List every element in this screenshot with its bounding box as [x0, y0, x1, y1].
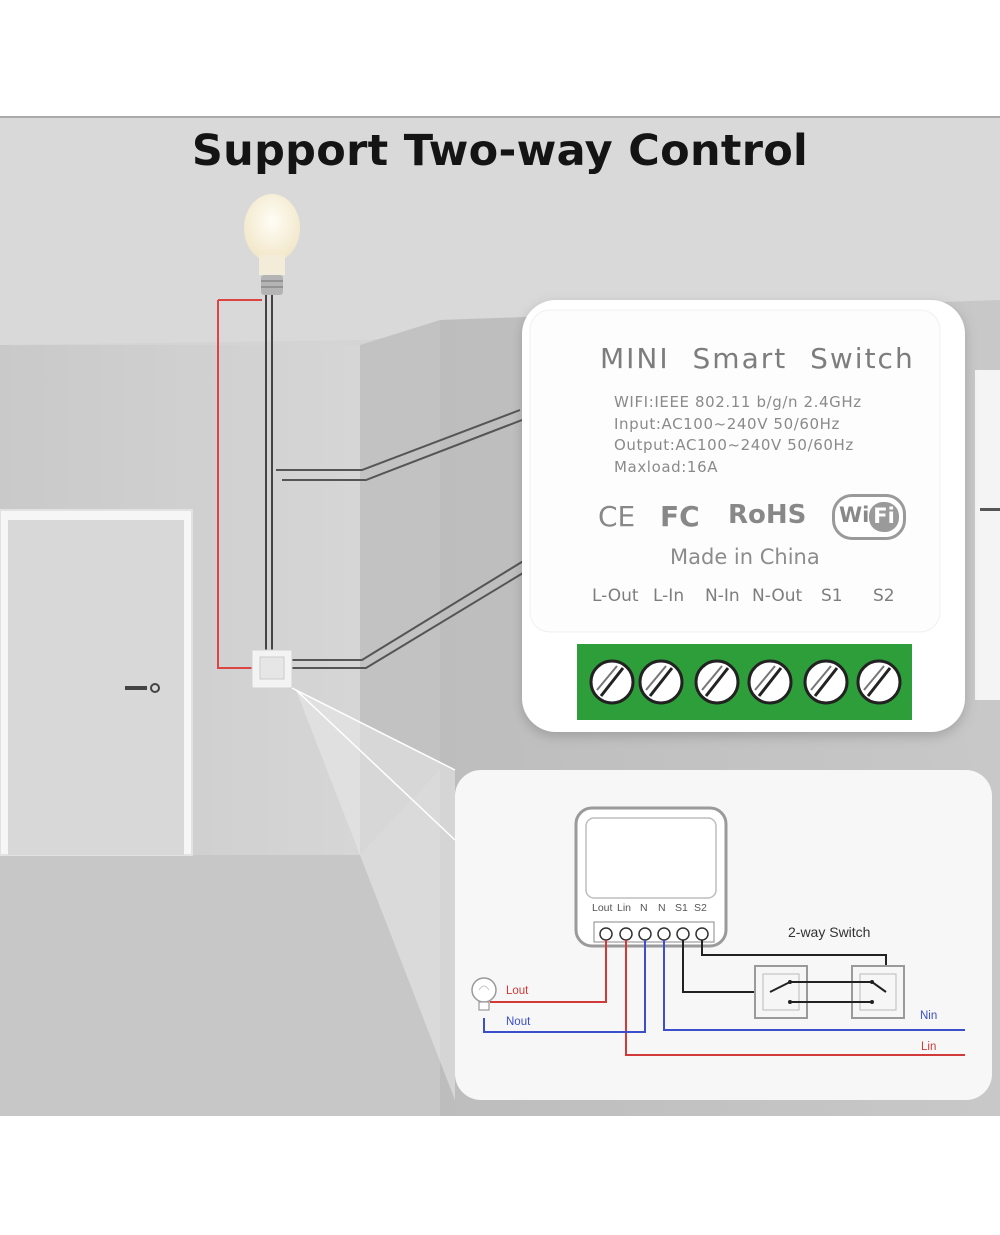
- left-door-panel: [8, 520, 184, 855]
- nout-wire: [483, 940, 646, 1033]
- terminal-label-lout: L-Out: [592, 586, 639, 606]
- wifi-logo-w: Wi: [839, 503, 870, 527]
- rohs-mark: RoHS: [728, 500, 807, 530]
- terminal-label-s1: S1: [821, 586, 843, 606]
- terminal-label-nin: N-In: [705, 586, 740, 606]
- screw-6: [856, 659, 902, 705]
- ceiling-bulb: [244, 194, 300, 262]
- wd-terminal-lin: Lin: [617, 902, 632, 914]
- corner-wall: [360, 320, 440, 855]
- module-outline: [574, 806, 728, 948]
- terminal-label-lin: L-In: [653, 586, 685, 606]
- ce-mark: CE: [598, 500, 636, 533]
- screw-terminals: [589, 659, 902, 705]
- label-nout: Nout: [506, 1016, 531, 1028]
- lin-wire: [625, 940, 965, 1056]
- wd-terminal-lout: Lout: [592, 902, 613, 914]
- lout-wire: [490, 940, 607, 1003]
- label-nin: Nin: [920, 1010, 938, 1022]
- terminal-label-s2: S2: [873, 586, 895, 606]
- live-wire-red: [217, 300, 255, 669]
- module-terminals: [599, 927, 709, 941]
- two-way-switch-1: [754, 965, 808, 1019]
- screw-3: [694, 659, 740, 705]
- floor: [0, 770, 440, 1116]
- page-title: Support Two-way Control: [191, 126, 809, 176]
- right-door: [975, 370, 1000, 700]
- wd-terminal-n2: N: [658, 902, 666, 914]
- spec-maxload: Maxload:16A: [614, 458, 719, 476]
- device-name: MINI Smart Switch: [600, 342, 915, 375]
- wifi-logo-f: Fi: [869, 502, 899, 532]
- wifi-logo: Wi Fi: [832, 494, 906, 540]
- spec-input: Input:AC100~240V 50/60Hz: [614, 415, 841, 433]
- screw-2: [638, 659, 684, 705]
- s1-wire: [682, 940, 770, 993]
- terminal-label-nout: N-Out: [752, 586, 803, 606]
- label-lin: Lin: [921, 1041, 937, 1053]
- made-in-label: Made in China: [670, 545, 820, 569]
- left-door-handle: [125, 686, 147, 690]
- fcc-mark: FC: [660, 500, 700, 533]
- screw-5: [803, 659, 849, 705]
- ceiling: [0, 116, 1000, 345]
- spec-output: Output:AC100~240V 50/60Hz: [614, 436, 854, 454]
- two-way-switch-2: [851, 965, 905, 1019]
- two-way-switch-label: 2-way Switch: [788, 924, 871, 940]
- spec-wifi: WIFI:IEEE 802.11 b/g/n 2.4GHz: [614, 393, 862, 411]
- label-lout: Lout: [506, 985, 529, 997]
- wd-terminal-s1: S1: [675, 902, 688, 914]
- nin-wire: [663, 940, 965, 1031]
- wd-terminal-n1: N: [640, 902, 648, 914]
- lamp-icon: [471, 977, 497, 1011]
- screw-4: [747, 659, 793, 705]
- screw-1: [589, 659, 635, 705]
- bulb-base: [261, 275, 283, 295]
- wd-terminal-s2: S2: [694, 902, 707, 914]
